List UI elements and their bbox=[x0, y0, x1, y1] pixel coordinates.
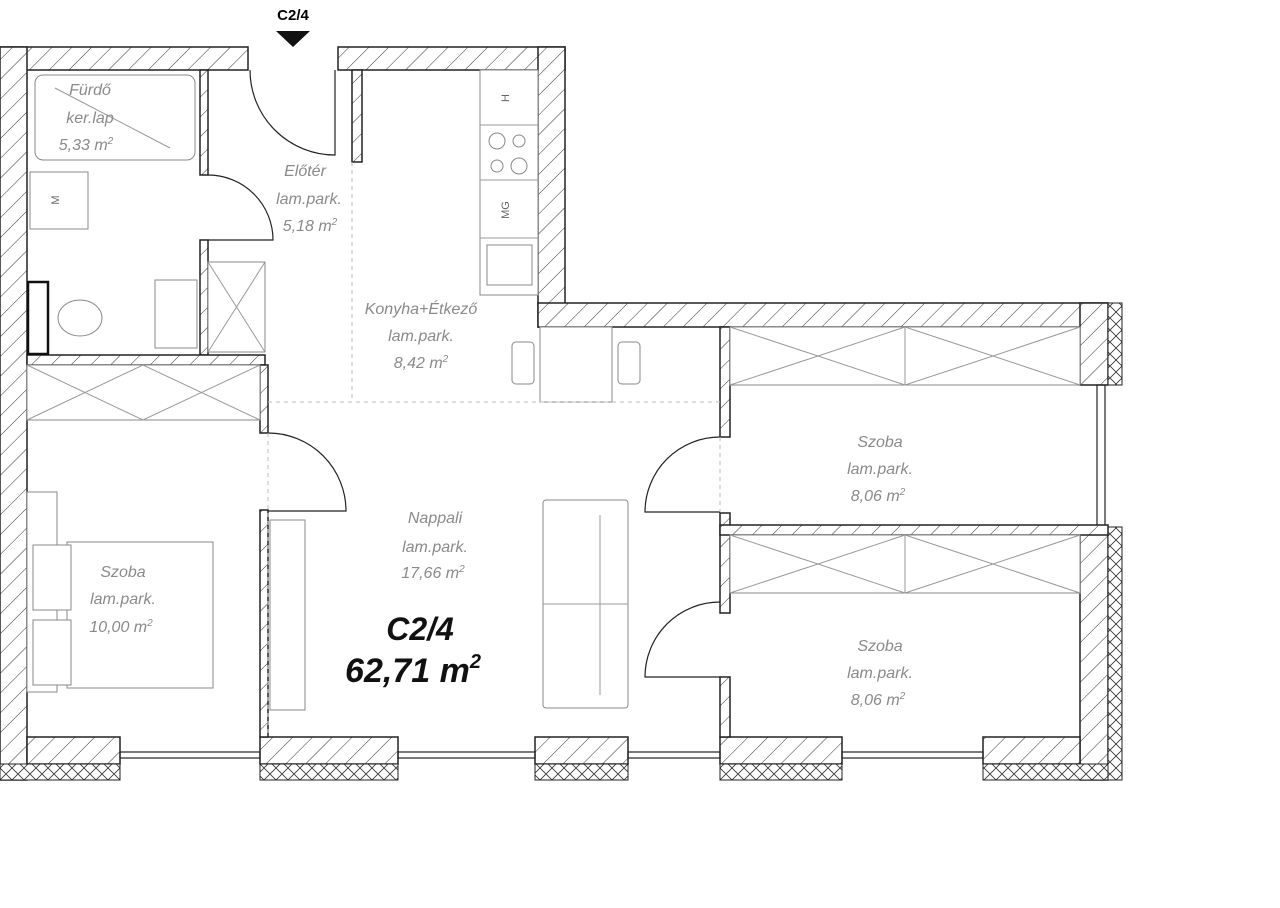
room-label-hall: Előtér lam.park. 5,18 m2 bbox=[276, 163, 342, 235]
svg-text:Konyha+Étkező: Konyha+Étkező bbox=[365, 299, 479, 318]
doors bbox=[207, 69, 721, 678]
svg-text:Szoba: Szoba bbox=[100, 564, 145, 581]
svg-text:lam.park.: lam.park. bbox=[402, 539, 468, 556]
walls bbox=[0, 46, 1123, 781]
entrance-marker-label: C2/4 bbox=[277, 7, 309, 24]
washer-label: M bbox=[50, 195, 62, 204]
svg-text:lam.park.: lam.park. bbox=[388, 328, 454, 345]
svg-text:8,06 m2: 8,06 m2 bbox=[851, 487, 906, 505]
room-label-bedroom-lower-right: Szoba lam.park. 8,06 m2 bbox=[847, 638, 913, 709]
svg-text:5,18 m2: 5,18 m2 bbox=[283, 217, 338, 235]
svg-text:lam.park.: lam.park. bbox=[847, 665, 913, 682]
unit-summary: C2/4 62,71 m2 bbox=[345, 611, 481, 690]
svg-text:Nappali: Nappali bbox=[408, 510, 463, 527]
unit-code: C2/4 bbox=[386, 611, 454, 647]
svg-text:Fürdő: Fürdő bbox=[69, 82, 112, 99]
svg-text:Előtér: Előtér bbox=[284, 163, 326, 180]
svg-text:lam.park.: lam.park. bbox=[276, 191, 342, 208]
room-label-bedroom-left: Szoba lam.park. 10,00 m2 bbox=[89, 564, 156, 636]
svg-text:ker.lap: ker.lap bbox=[66, 110, 114, 127]
fridge-label: H bbox=[500, 94, 512, 102]
room-label-bedroom-upper-right: Szoba lam.park. 8,06 m2 bbox=[847, 434, 913, 505]
svg-text:5,33 m2: 5,33 m2 bbox=[59, 136, 114, 154]
unit-area: 62,71 m2 bbox=[345, 651, 481, 690]
fixtures: M H MG bbox=[26, 69, 1081, 737]
svg-text:lam.park.: lam.park. bbox=[90, 591, 156, 608]
svg-text:8,42 m2: 8,42 m2 bbox=[394, 354, 449, 372]
dishwasher-label: MG bbox=[500, 201, 512, 219]
svg-text:17,66 m2: 17,66 m2 bbox=[401, 564, 465, 582]
svg-text:10,00 m2: 10,00 m2 bbox=[89, 618, 153, 636]
svg-text:8,06 m2: 8,06 m2 bbox=[851, 691, 906, 709]
room-label-bathroom: Fürdő ker.lap 5,33 m2 bbox=[59, 82, 114, 154]
svg-text:lam.park.: lam.park. bbox=[847, 461, 913, 478]
entrance-arrow-icon bbox=[276, 31, 310, 47]
svg-text:Szoba: Szoba bbox=[857, 638, 902, 655]
room-label-kitchen: Konyha+Étkező lam.park. 8,42 m2 bbox=[365, 299, 479, 372]
svg-text:Szoba: Szoba bbox=[857, 434, 902, 451]
room-label-living: Nappali lam.park. 17,66 m2 bbox=[401, 510, 468, 582]
